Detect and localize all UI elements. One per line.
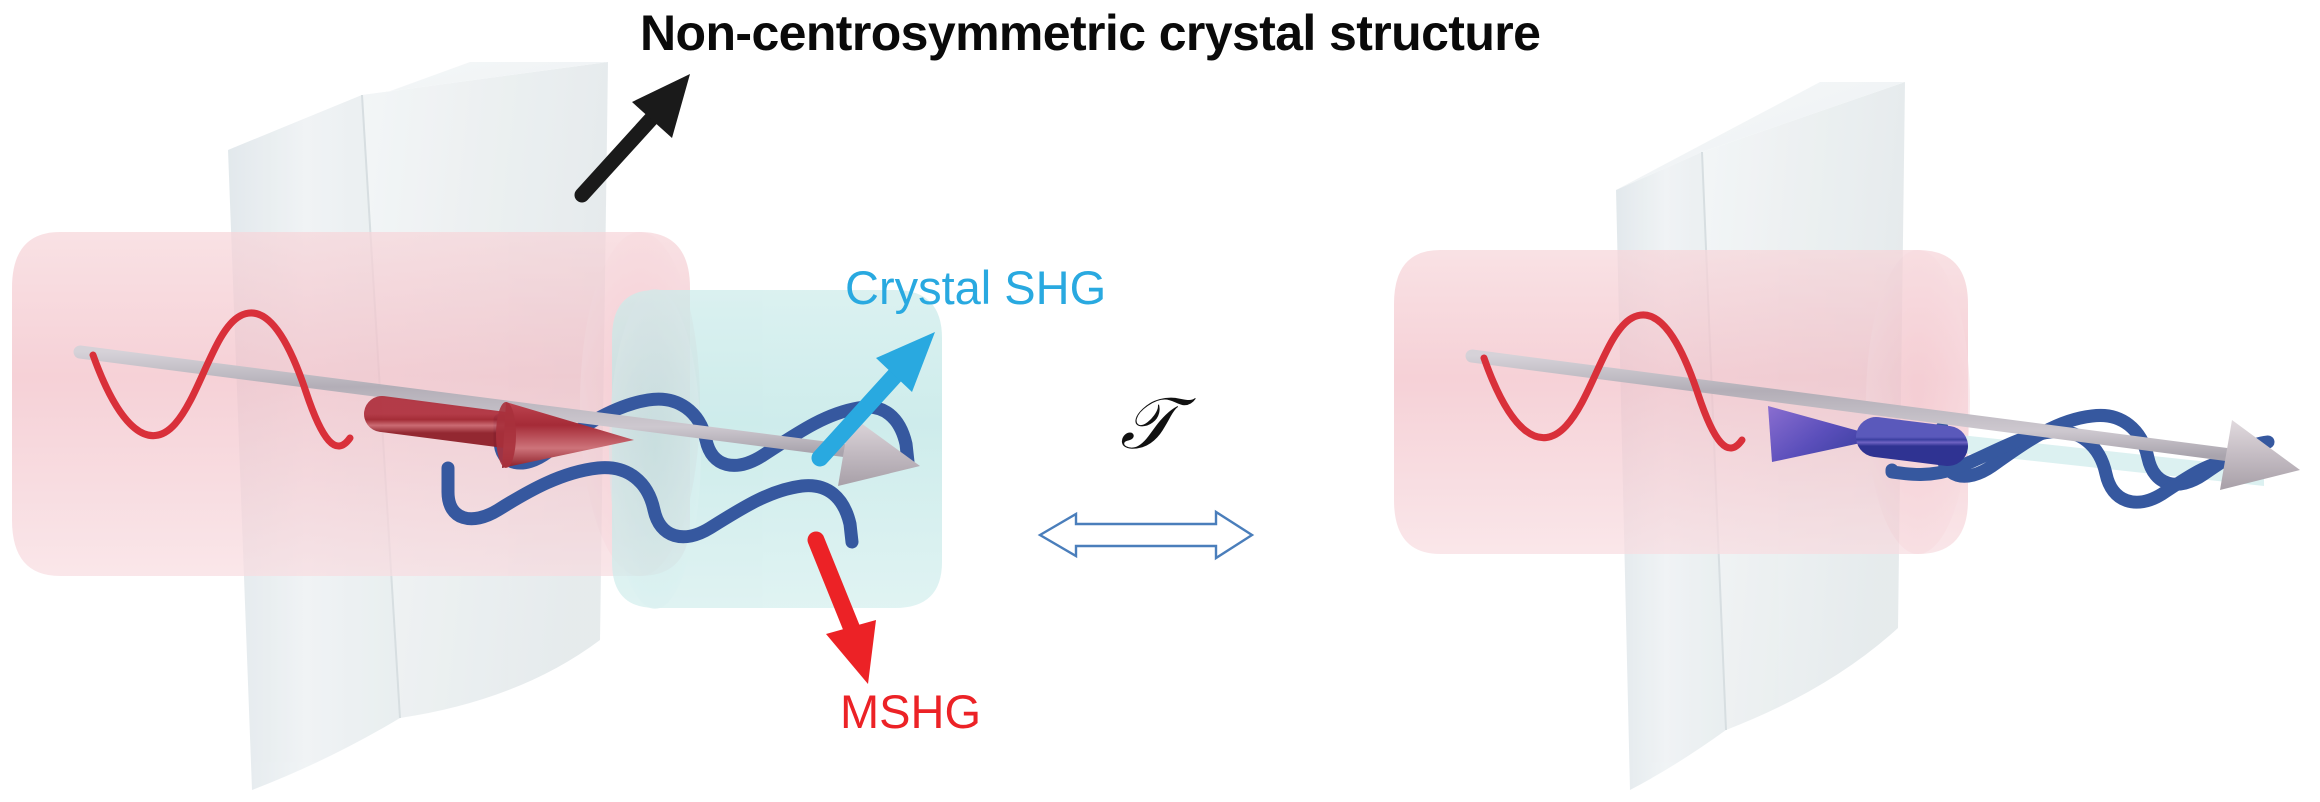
magnetization-cone-base bbox=[496, 402, 516, 468]
crystal-shg-arrow bbox=[811, 332, 935, 467]
fundamental-beam-right bbox=[1394, 250, 1970, 554]
axis-arrowhead bbox=[2220, 420, 2300, 490]
axis-arrowhead bbox=[838, 415, 920, 486]
beam-cylinder-body bbox=[1394, 250, 1968, 554]
time-reversal-group bbox=[1037, 509, 1255, 561]
magnetization-arrow-right bbox=[1768, 406, 1968, 466]
mshg-arrow bbox=[807, 531, 876, 684]
panel-left bbox=[12, 62, 942, 790]
time-reversal-operator-symbol: 𝒯 bbox=[1120, 384, 1176, 464]
shg-beam-right bbox=[1896, 428, 2264, 486]
time-reversal-double-arrow bbox=[1037, 509, 1255, 561]
axis-rod bbox=[73, 345, 863, 459]
magnetization-cone bbox=[502, 402, 634, 468]
page-title: Non-centrosymmetric crystal structure bbox=[640, 5, 1541, 61]
title-pointer-arrow bbox=[574, 74, 690, 203]
fundamental-wave-right bbox=[1480, 311, 1746, 452]
fundamental-wave-left bbox=[89, 309, 354, 450]
mshg-label: MSHG bbox=[840, 685, 981, 738]
magnetization-arrow-left bbox=[364, 396, 634, 468]
beam-cylinder-cap bbox=[1866, 250, 1970, 554]
panel-right bbox=[1394, 82, 2300, 790]
shg-cylinder-cap bbox=[609, 289, 701, 609]
magnetization-shaft bbox=[1856, 417, 1968, 466]
magnetization-cone bbox=[1768, 406, 1884, 462]
propagation-axis-left bbox=[73, 345, 920, 486]
crystal-shg-label: Crystal SHG bbox=[845, 261, 1107, 314]
shg-wave-lower bbox=[441, 461, 859, 549]
